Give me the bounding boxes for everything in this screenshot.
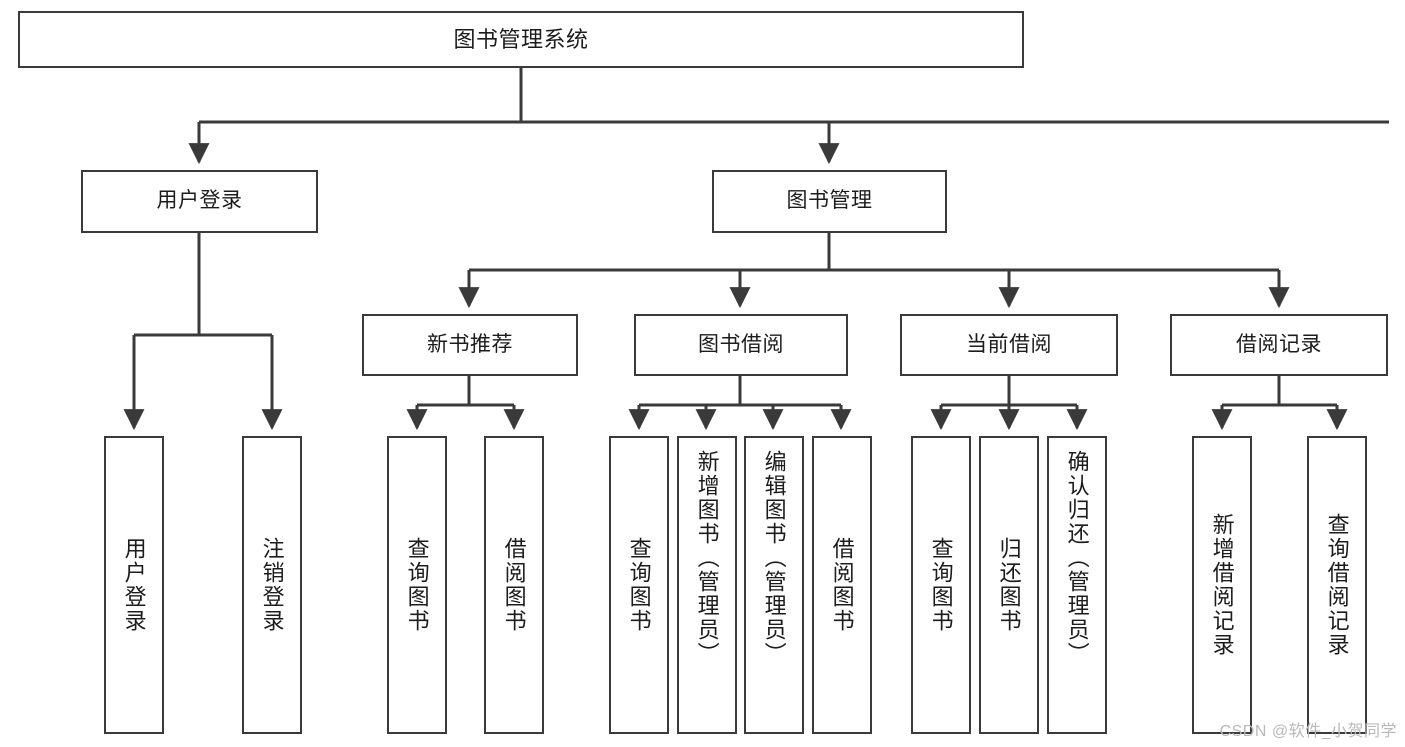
leaf-query-record[interactable]: 查询借阅记录 bbox=[1307, 436, 1367, 734]
leaf-add-record-label: 新增借阅记录 bbox=[1209, 513, 1235, 657]
node-root-label: 图书管理系统 bbox=[453, 26, 589, 52]
leaf-logout-login[interactable]: 注销登录 bbox=[242, 436, 302, 734]
node-current-borrow[interactable]: 当前借阅 bbox=[900, 314, 1118, 376]
leaf-query-record-label: 查询借阅记录 bbox=[1324, 513, 1350, 657]
leaf-confirm-return[interactable]: 确认归还（管理员） bbox=[1047, 436, 1107, 734]
node-new-book-recommend[interactable]: 新书推荐 bbox=[362, 314, 578, 376]
leaf-query-book-2[interactable]: 查询图书 bbox=[609, 436, 669, 734]
leaf-borrow-book-2[interactable]: 借阅图书 bbox=[812, 436, 872, 734]
node-borrow-record[interactable]: 借阅记录 bbox=[1170, 314, 1388, 376]
leaf-confirm-return-label: 确认归还（管理员） bbox=[1064, 450, 1090, 666]
leaf-query-book-1-label: 查询图书 bbox=[404, 537, 430, 633]
leaf-add-book[interactable]: 新增图书（管理员） bbox=[677, 436, 737, 734]
leaf-edit-book[interactable]: 编辑图书（管理员） bbox=[744, 436, 804, 734]
leaf-add-book-label: 新增图书（管理员） bbox=[694, 450, 720, 666]
node-book-borrow-label: 图书借阅 bbox=[698, 332, 784, 356]
leaf-edit-book-label: 编辑图书（管理员） bbox=[761, 450, 787, 666]
leaf-return-book[interactable]: 归还图书 bbox=[979, 436, 1039, 734]
leaf-logout-login-label: 注销登录 bbox=[259, 537, 285, 633]
node-user-login-label: 用户登录 bbox=[156, 189, 243, 213]
leaf-user-login[interactable]: 用户登录 bbox=[104, 436, 164, 734]
node-new-book-recommend-label: 新书推荐 bbox=[427, 332, 513, 356]
leaf-user-login-label: 用户登录 bbox=[121, 537, 147, 633]
leaf-add-record[interactable]: 新增借阅记录 bbox=[1192, 436, 1252, 734]
node-current-borrow-label: 当前借阅 bbox=[966, 332, 1052, 356]
leaf-query-book-1[interactable]: 查询图书 bbox=[387, 436, 447, 734]
leaf-return-book-label: 归还图书 bbox=[996, 537, 1022, 633]
node-root[interactable]: 图书管理系统 bbox=[18, 11, 1024, 68]
node-book-borrow[interactable]: 图书借阅 bbox=[634, 314, 848, 376]
leaf-query-book-3[interactable]: 查询图书 bbox=[911, 436, 971, 734]
csdn-watermark: CSDN @软件_小贺同学 bbox=[1219, 723, 1397, 740]
leaf-query-book-3-label: 查询图书 bbox=[928, 537, 954, 633]
leaf-query-book-2-label: 查询图书 bbox=[626, 537, 652, 633]
leaf-borrow-book-1[interactable]: 借阅图书 bbox=[484, 436, 544, 734]
leaf-borrow-book-1-label: 借阅图书 bbox=[501, 537, 527, 633]
node-book-management[interactable]: 图书管理 bbox=[712, 170, 947, 233]
node-book-management-label: 图书管理 bbox=[786, 189, 873, 213]
node-borrow-record-label: 借阅记录 bbox=[1236, 332, 1322, 356]
leaf-borrow-book-2-label: 借阅图书 bbox=[829, 537, 855, 633]
node-user-login[interactable]: 用户登录 bbox=[81, 170, 318, 233]
